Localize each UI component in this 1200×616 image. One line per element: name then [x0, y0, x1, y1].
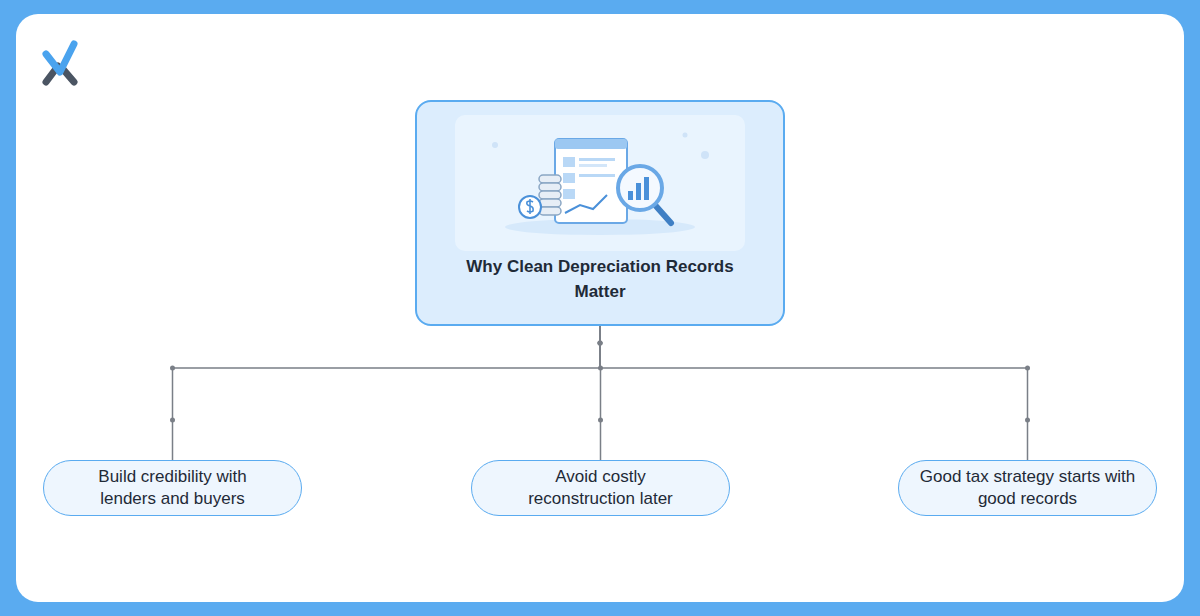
report-illustration [455, 115, 745, 251]
junction-dot [598, 341, 603, 346]
junction-dot [170, 418, 175, 423]
connector-line [173, 326, 601, 460]
pill-text: Good tax strategy starts with good recor… [915, 466, 1140, 510]
junction-dot [598, 341, 603, 346]
pill-text: Build credibility with lenders and buyer… [70, 466, 275, 510]
junction-dot [170, 366, 175, 371]
pill-text: Avoid costly reconstruction later [501, 466, 701, 510]
benefit-pill: Good tax strategy starts with good recor… [898, 460, 1157, 516]
brand-logo [38, 38, 82, 86]
connector-line [599, 326, 601, 460]
junction-dot [598, 366, 603, 371]
box-title: Why Clean Depreciation Records Matter [440, 254, 760, 304]
junction-dot [598, 418, 603, 423]
benefit-pill: Avoid costly reconstruction later [471, 460, 730, 516]
junction-dot [1025, 418, 1030, 423]
junction-dot [598, 341, 603, 346]
junction-dot [1025, 366, 1030, 371]
benefit-pill: Build credibility with lenders and buyer… [43, 460, 302, 516]
connector-line [600, 326, 1028, 460]
